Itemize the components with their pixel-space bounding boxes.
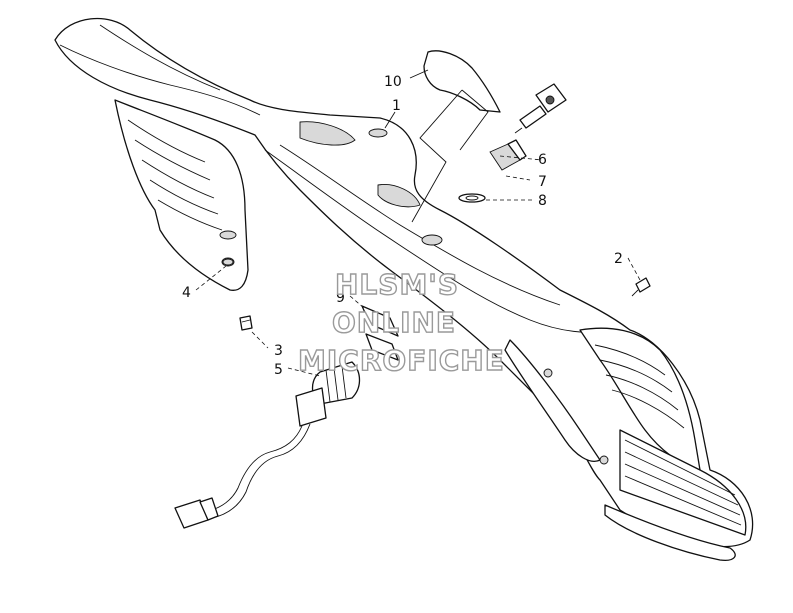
accessory-socket xyxy=(295,361,361,427)
callout-3: 3 xyxy=(274,343,283,359)
leader-lines xyxy=(195,69,641,377)
console-housing xyxy=(54,17,754,561)
screw-2 xyxy=(631,277,651,297)
callout-7: 7 xyxy=(538,174,547,190)
callout-1: 1 xyxy=(392,98,401,114)
callout-10: 10 xyxy=(384,74,402,90)
watermark: HLSM'S ONLINE MICROFICHE xyxy=(297,267,505,377)
switch-nut xyxy=(458,193,486,203)
screw-3 xyxy=(239,315,253,331)
wiring-harness xyxy=(174,423,311,529)
watermark-line-3: MICROFICHE xyxy=(298,344,505,377)
ignition-key xyxy=(514,83,567,134)
watermark-line-1: HLSM'S xyxy=(335,268,459,301)
callout-8: 8 xyxy=(538,193,547,209)
callout-6: 6 xyxy=(538,152,547,168)
callout-4: 4 xyxy=(182,285,191,301)
watermark-line-2: ONLINE xyxy=(332,306,456,339)
accessory-plug xyxy=(361,305,399,361)
grommet xyxy=(222,258,234,266)
decal xyxy=(423,50,501,113)
callout-5: 5 xyxy=(274,362,283,378)
ignition-switch xyxy=(489,139,527,171)
callout-2: 2 xyxy=(614,251,623,267)
callout-9: 9 xyxy=(336,290,345,306)
